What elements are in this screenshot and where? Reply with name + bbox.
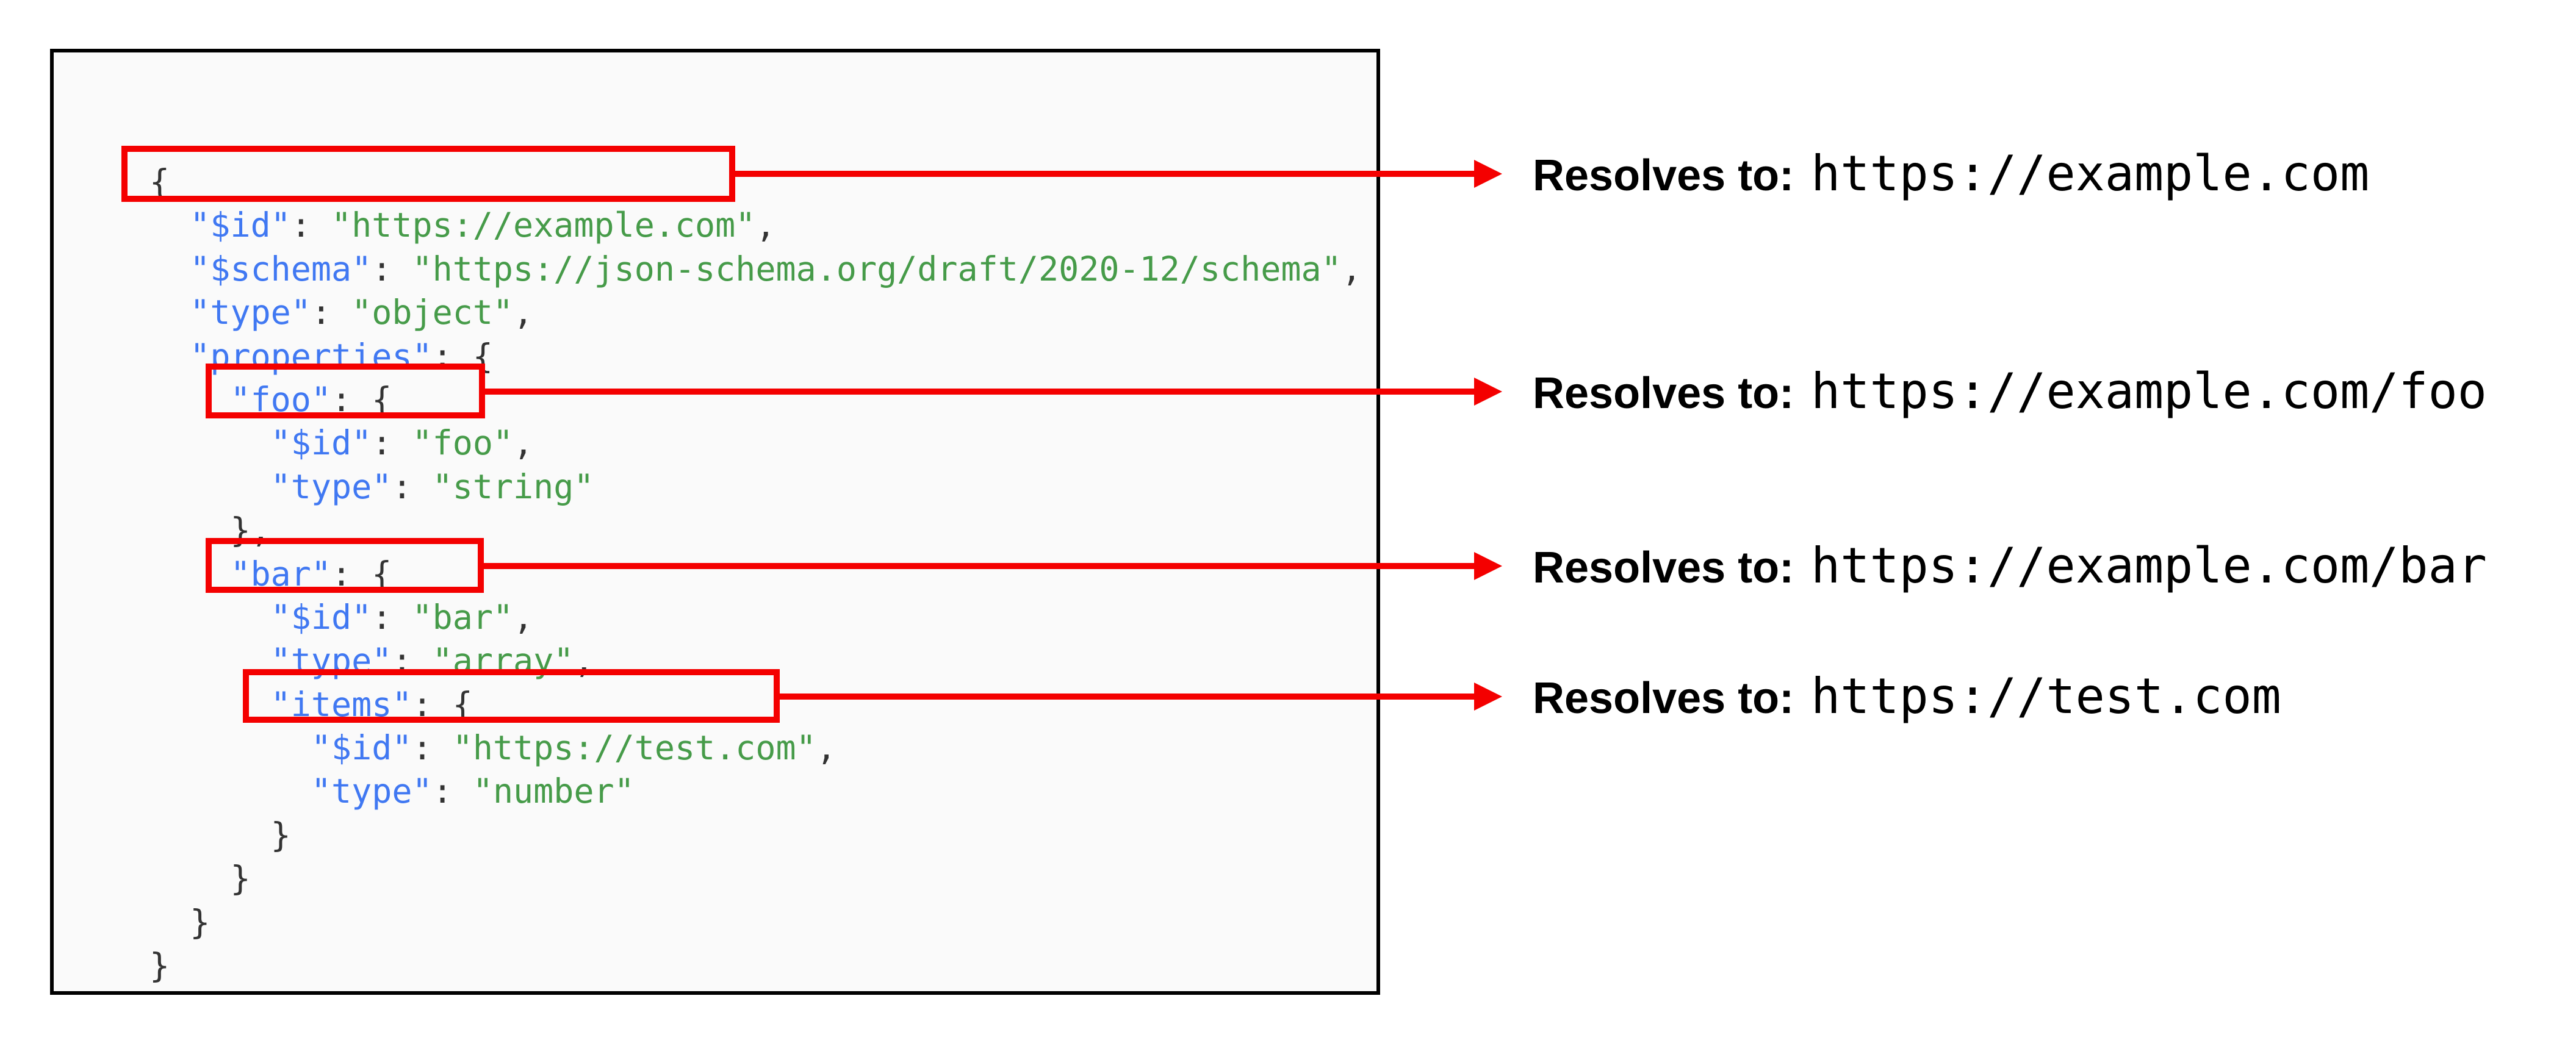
- annotation-foo-id: Resolves to:https://example.com/foo: [1533, 367, 2487, 416]
- annotation-value: https://example.com: [1811, 145, 2370, 202]
- annotation-value: https://example.com/foo: [1811, 363, 2487, 420]
- code-line: "type": "number": [149, 772, 635, 811]
- arrow-line: [485, 389, 1477, 395]
- annotation-value: https://example.com/bar: [1811, 537, 2487, 594]
- code-line: "$id": "foo",: [149, 423, 534, 463]
- highlight-box-test-id: [243, 669, 780, 723]
- code-line: }: [149, 815, 291, 855]
- code-line: "$id": "https://example.com",: [149, 206, 776, 245]
- arrow-line: [484, 563, 1477, 569]
- code-line: }: [149, 902, 210, 942]
- annotation-label: Resolves to:: [1533, 151, 1794, 200]
- highlight-box-root-id: [121, 146, 735, 202]
- code-line: "$id": "bar",: [149, 597, 534, 637]
- arrow-head-icon: [1474, 378, 1502, 406]
- annotation-label: Resolves to:: [1533, 674, 1794, 723]
- arrow-head-icon: [1474, 160, 1502, 188]
- annotation-bar-id: Resolves to:https://example.com/bar: [1533, 542, 2487, 590]
- code-line: {: [149, 162, 170, 201]
- highlight-box-bar-id: [206, 538, 484, 593]
- code-line: "bar": {: [149, 554, 392, 593]
- highlight-box-foo-id: [206, 364, 485, 418]
- code-line: "type": "string": [149, 467, 594, 506]
- code-line: }: [149, 859, 251, 898]
- annotation-test-id: Resolves to:https://test.com: [1533, 672, 2281, 721]
- arrow-line: [780, 694, 1477, 700]
- annotation-label: Resolves to:: [1533, 543, 1794, 592]
- annotation-root-id: Resolves to:https://example.com: [1533, 149, 2369, 198]
- code-line: "$id": "https://test.com",: [149, 728, 836, 768]
- code-line: "$schema": "https://json-schema.org/draf…: [149, 249, 1362, 289]
- code-line: "type": "object",: [149, 293, 534, 332]
- arrow-head-icon: [1474, 552, 1502, 580]
- arrow-line: [735, 171, 1477, 177]
- annotation-value: https://test.com: [1811, 668, 2281, 725]
- annotation-label: Resolves to:: [1533, 369, 1794, 418]
- arrow-head-icon: [1474, 683, 1502, 711]
- code-line: }: [149, 946, 170, 986]
